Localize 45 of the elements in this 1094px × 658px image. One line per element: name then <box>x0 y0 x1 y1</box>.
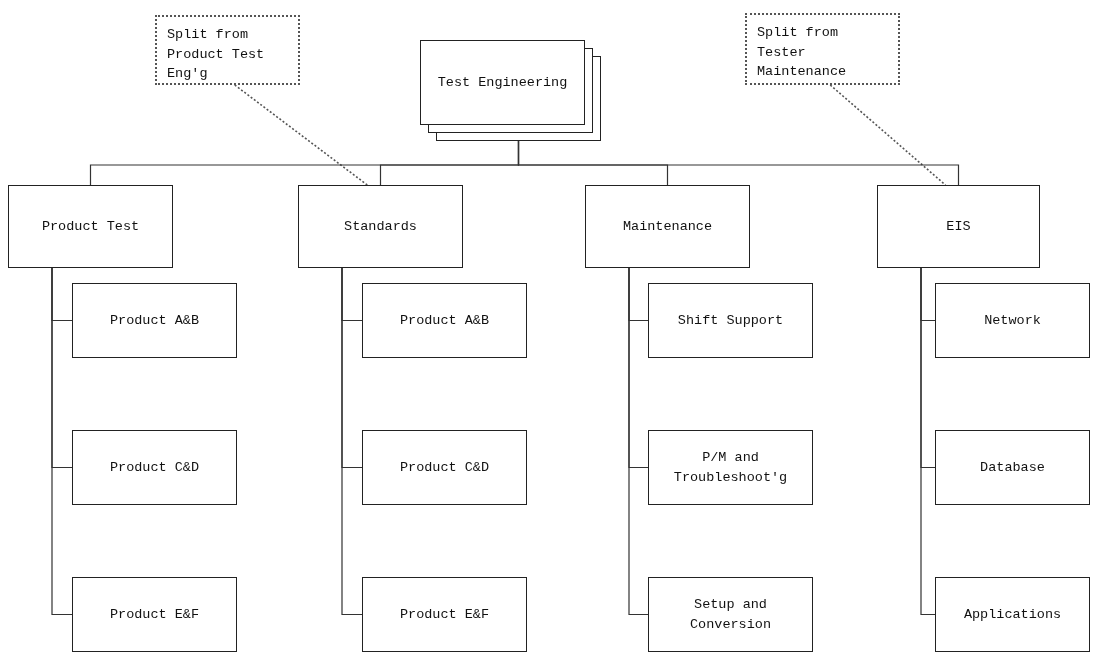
box-label: Product E&F <box>109 605 200 624</box>
callout-text: Split from Tester Maintenance <box>757 24 848 82</box>
org-box <box>362 430 527 505</box>
org-box <box>362 283 527 358</box>
box-label: Standards <box>344 217 417 236</box>
callout-box <box>155 15 300 85</box>
box-label: Shift Support <box>677 311 784 330</box>
box-label: P/M and Troubleshoot'g <box>672 448 789 487</box>
connector-line <box>341 267 363 616</box>
connector-line <box>920 267 936 616</box>
box-label: EIS <box>946 217 971 236</box>
org-box <box>648 430 813 505</box>
org-box <box>935 577 1090 652</box>
box-label: Product A&B <box>109 311 200 330</box>
leader-line <box>829 84 947 186</box>
callout-text: Split from Product Test Eng'g <box>167 26 266 84</box>
box-label: Database <box>980 458 1045 477</box>
org-box <box>935 283 1090 358</box>
box-label: Product E&F <box>399 605 490 624</box>
org-box <box>648 283 813 358</box>
box-label: Network <box>984 311 1041 330</box>
org-box <box>648 577 813 652</box>
box-label: Maintenance <box>622 217 713 236</box>
connector-line <box>51 267 73 616</box>
box-label: Product C&D <box>399 458 490 477</box>
box-label: Product Test <box>41 217 140 236</box>
org-box <box>935 430 1090 505</box>
callout-box <box>745 13 900 85</box>
org-box <box>585 185 750 268</box>
org-box <box>298 185 463 268</box>
box-label: Applications <box>963 605 1062 624</box>
org-box <box>72 430 237 505</box>
connector-line <box>628 267 649 616</box>
box-label: Test Engineering <box>437 73 568 92</box>
org-box <box>8 185 173 268</box>
org-box <box>72 283 237 358</box>
connector-line <box>517 140 960 186</box>
stacked-org-box <box>420 40 585 125</box>
box-label: Setup and Conversion <box>689 595 772 634</box>
box-label: Product A&B <box>399 311 490 330</box>
box-label: Product C&D <box>109 458 200 477</box>
org-box <box>72 577 237 652</box>
org-box <box>362 577 527 652</box>
org-box <box>877 185 1040 268</box>
leader-line <box>233 84 369 186</box>
